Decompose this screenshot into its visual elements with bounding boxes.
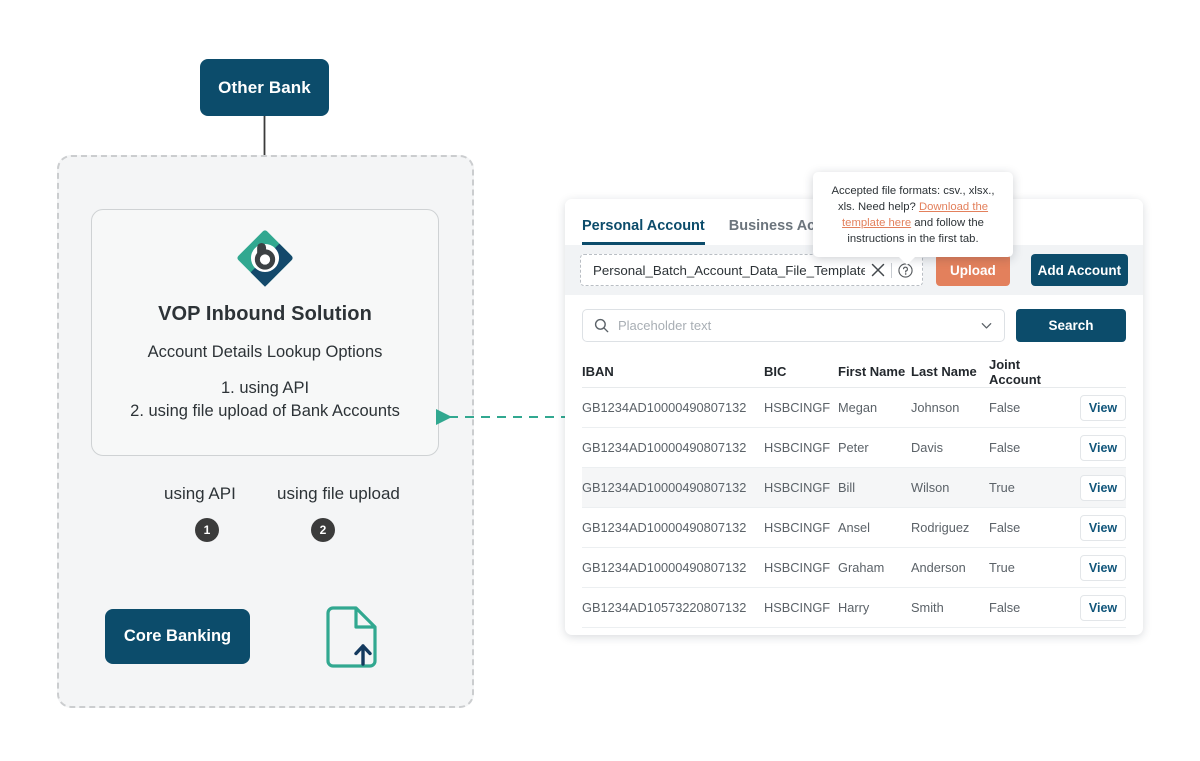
cell-last-name: Wilson [911, 480, 950, 495]
vop-subtitle: Account Details Lookup Options [147, 343, 383, 361]
table-row: GB1234AD10000490807132 HSBCINGF Graham Ande… [582, 548, 1126, 588]
cell-bic: HSBCINGF [764, 440, 831, 455]
vop-options: 1. using API 2. using file upload of Ban… [130, 377, 400, 423]
cell-bic: HSBCINGF [764, 520, 831, 535]
step-badge-2: 2 [311, 518, 335, 542]
cell-joint-account: False [989, 600, 1021, 615]
view-button[interactable]: View [1080, 594, 1126, 621]
search-button[interactable]: Search [1016, 309, 1126, 342]
tooltip-text-before: Accepted file formats: csv., xlsx., xls.… [831, 185, 995, 213]
column-header-iban: IBAN [582, 364, 614, 379]
table-header-row: IBAN BIC First Name Last Name Joint Acco… [582, 356, 1126, 388]
table-row: GB1234AD10000490807132 HSBCINGF Peter Davis… [582, 428, 1126, 468]
table-row: GB1234AD10000490807132 HSBCINGF Megan Johns… [582, 388, 1126, 428]
cell-iban: GB1234AD10000490807132 [582, 480, 747, 495]
view-button[interactable]: View [1080, 514, 1126, 541]
tooltip-text-after: and follow the instructions in the first… [847, 217, 984, 245]
file-format-tooltip: Accepted file formats: csv., xlsx., xls.… [813, 172, 1013, 265]
file-upload-flow-connector [436, 409, 570, 425]
table-row: GB1234AD10000490807132 HSBCINGF Ansel Rodri… [582, 508, 1126, 548]
other-bank-node: Other Bank [200, 59, 329, 116]
column-header-last-name: Last Name [911, 364, 977, 379]
cell-iban: GB1234AD10000490807132 [582, 400, 747, 415]
search-input[interactable]: Placeholder text [582, 309, 1005, 342]
b-diamond-logo-icon [237, 230, 293, 287]
cell-last-name: Anderson [911, 560, 966, 575]
cell-first-name: Graham [838, 560, 885, 575]
search-toolbar: Placeholder text Search [565, 295, 1143, 342]
cell-iban: GB1234AD10573220807132 [582, 600, 747, 615]
vop-inbound-solution-card: VOP Inbound Solution Account Details Loo… [91, 209, 439, 456]
close-x-icon[interactable] [871, 263, 885, 277]
uploaded-file-name: Personal_Batch_Account_Data_File_Templat… [593, 262, 865, 278]
table-row: GB1234AD10573220807132 HSBCINGF Harry Smith… [582, 588, 1126, 628]
step-badge-1: 1 [195, 518, 219, 542]
cell-joint-account: False [989, 440, 1021, 455]
cell-bic: HSBCINGF [764, 560, 831, 575]
vop-title: VOP Inbound Solution [158, 303, 372, 325]
tab-personal-account[interactable]: Personal Account [582, 218, 705, 245]
other-bank-label: Other Bank [218, 77, 311, 97]
view-button[interactable]: View [1080, 434, 1126, 461]
cell-joint-account: True [989, 480, 1015, 495]
upload-button[interactable]: Upload [936, 254, 1010, 286]
toolbar-divider [891, 262, 892, 278]
view-button[interactable]: View [1080, 474, 1126, 501]
file-name-field[interactable]: Personal_Batch_Account_Data_File_Templat… [580, 254, 923, 286]
cell-bic: HSBCINGF [764, 600, 831, 615]
download-template-link[interactable]: Download the template here [842, 201, 989, 229]
table-row: GB1234AD10000490807132 HSBCINGF Bill Wilson… [582, 468, 1126, 508]
view-button[interactable]: View [1080, 554, 1126, 581]
cell-actions: View [1070, 434, 1126, 461]
add-account-button[interactable]: Add Account [1030, 254, 1128, 286]
cell-joint-account: False [989, 400, 1021, 415]
cell-first-name: Ansel [838, 520, 871, 535]
cell-iban: GB1234AD10000490807132 [582, 560, 747, 575]
core-banking-label: Core Banking [123, 627, 232, 645]
account-management-panel: Personal Account Business Account Person… [565, 172, 1143, 635]
file-upload-icon [326, 606, 377, 668]
cell-bic: HSBCINGF [764, 480, 831, 495]
view-button[interactable]: View [1080, 394, 1126, 421]
cell-first-name: Megan [838, 400, 878, 415]
cell-actions: View [1070, 474, 1126, 501]
cell-last-name: Rodriguez [911, 520, 970, 535]
core-banking-node: Core Banking [105, 609, 250, 664]
cell-actions: View [1070, 394, 1126, 421]
cell-iban: GB1234AD10000490807132 [582, 520, 747, 535]
vop-option-2: 2. using file upload of Bank Accounts [130, 402, 400, 420]
vop-option-1: 1. using API [220, 379, 310, 397]
column-header-joint-account: Joint Account [989, 356, 1041, 387]
cell-actions: View [1070, 594, 1126, 621]
cell-first-name: Harry [838, 600, 870, 615]
column-header-bic: BIC [764, 364, 787, 379]
cell-last-name: Davis [911, 440, 943, 455]
vop-flow-diagram: Other Bank VOP Inbound Solution Account … [0, 0, 520, 761]
cell-last-name: Johnson [911, 400, 960, 415]
accounts-table: IBAN BIC First Name Last Name Joint Acco… [565, 356, 1143, 628]
cell-first-name: Bill [838, 480, 856, 495]
branch-label-file-upload: using file upload [277, 484, 400, 503]
cell-bic: HSBCINGF [764, 400, 831, 415]
column-header-first-name: First Name [838, 364, 906, 379]
search-placeholder: Placeholder text [618, 318, 712, 333]
cell-joint-account: False [989, 520, 1021, 535]
cell-first-name: Peter [838, 440, 869, 455]
chevron-down-icon[interactable] [980, 319, 993, 332]
cell-joint-account: True [989, 560, 1015, 575]
cell-actions: View [1070, 514, 1126, 541]
branch-label-api: using API [164, 484, 236, 503]
search-icon [594, 318, 609, 333]
cell-iban: GB1234AD10000490807132 [582, 440, 747, 455]
cell-last-name: Smith [911, 600, 944, 615]
cell-actions: View [1070, 554, 1126, 581]
